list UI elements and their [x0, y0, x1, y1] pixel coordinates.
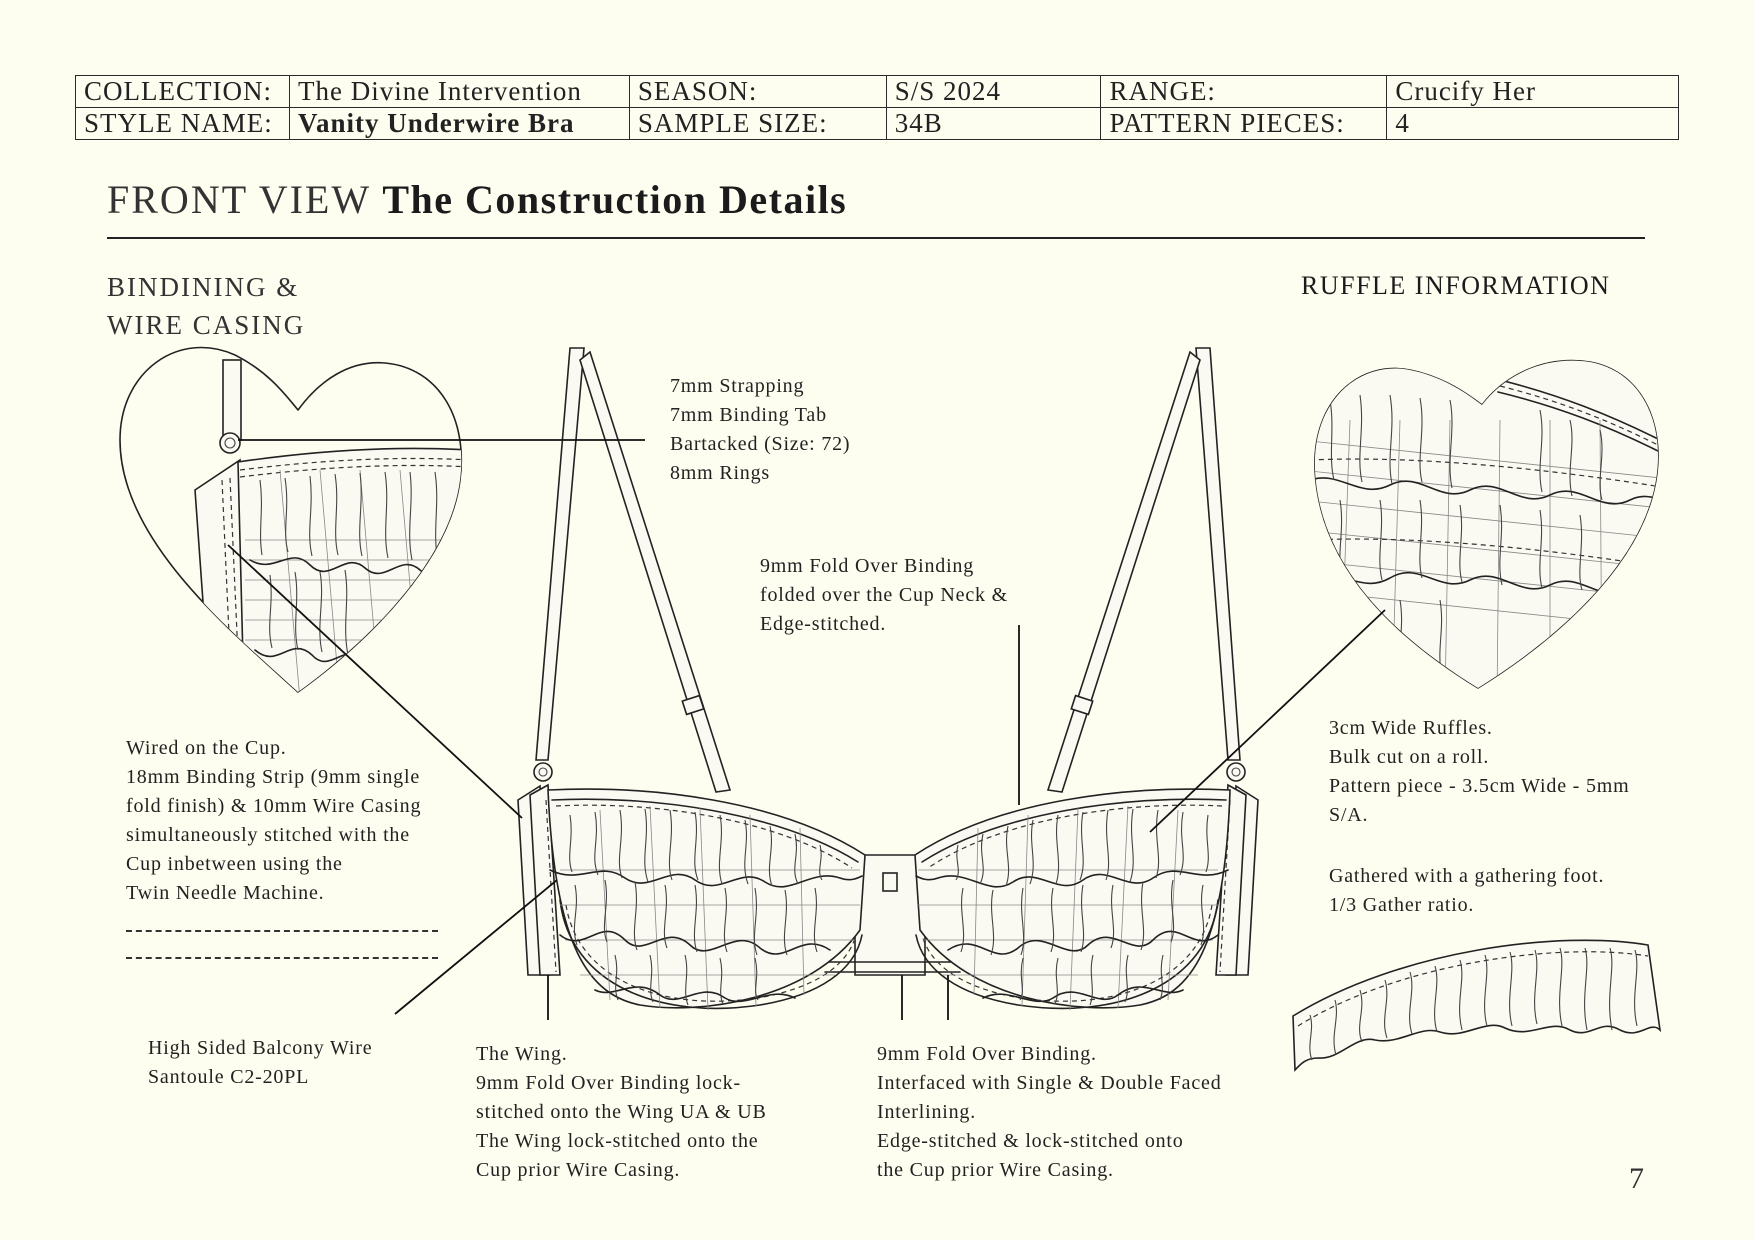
gather-note: Gathered with a gathering foot. 1/3 Gath… [1329, 862, 1604, 920]
collection-value: The Divine Intervention [288, 75, 630, 108]
left-heart-detail [119, 346, 463, 693]
fold-binding-note-line: folded over the Cup Neck & [760, 584, 1008, 606]
title-main: The Construction Details [382, 177, 848, 222]
bra-front-view [517, 347, 1259, 1011]
wing-note: The Wing. 9mm Fold Over Binding lock- st… [476, 1040, 767, 1185]
balcony-wire-note-line: Santoule C2-20PL [148, 1066, 310, 1088]
fold-binding-note-line: Edge-stitched. [760, 613, 887, 635]
ruffle-strip-swatch [1292, 939, 1662, 1072]
style-label: STYLE NAME: [75, 107, 290, 140]
dashed-rule [126, 930, 438, 932]
gather-note-line: Gathered with a gathering foot. [1329, 865, 1605, 887]
style-value: Vanity Underwire Bra [288, 107, 630, 140]
ruffles-note-line: S/A. [1329, 804, 1369, 826]
page-title: FRONT VIEW The Construction Details [107, 176, 847, 223]
fold-binding-note-line: 9mm Fold Over Binding [760, 555, 975, 577]
wing-note-line: The Wing. [476, 1043, 568, 1065]
spec-row-style: STYLE NAME: Vanity Underwire Bra SAMPLE … [75, 107, 1679, 140]
callout-leader-lines [227, 439, 1386, 1020]
collection-label: COLLECTION: [75, 75, 290, 108]
interfaced-binding-note: 9mm Fold Over Binding. Interfaced with S… [877, 1040, 1222, 1185]
strapping-note: 7mm Strapping 7mm Binding Tab Bartacked … [670, 372, 850, 488]
interfaced-binding-note-line: the Cup prior Wire Casing. [877, 1159, 1114, 1181]
gather-note-line: 1/3 Gather ratio. [1329, 894, 1475, 916]
range-value: Crucify Her [1386, 75, 1679, 108]
interfaced-binding-note-line: Interfaced with Single & Double Faced [877, 1072, 1222, 1094]
interfaced-binding-note-line: Edge-stitched & lock-stitched onto [877, 1130, 1184, 1152]
interfaced-binding-note-line: Interlining. [877, 1101, 977, 1123]
title-prefix: FRONT VIEW [107, 177, 371, 222]
strapping-note-line: 7mm Strapping [670, 375, 805, 397]
wing-note-line: The Wing lock-stitched onto the [476, 1130, 759, 1152]
dashed-rule [126, 957, 438, 959]
wired-cup-note-line: 18mm Binding Strip (9mm single [126, 766, 421, 788]
ruffles-note-line: Pattern piece - 3.5cm Wide - 5mm [1329, 775, 1630, 797]
right-heart-detail [1314, 359, 1659, 689]
balcony-wire-note: High Sided Balcony Wire Santoule C2-20PL [148, 1034, 372, 1092]
wired-cup-note-line: simultaneously stitched with the [126, 824, 410, 846]
interfaced-binding-note-line: 9mm Fold Over Binding. [877, 1043, 1097, 1065]
sample-size-value: 34B [885, 107, 1102, 140]
sample-size-label: SAMPLE SIZE: [628, 107, 887, 140]
fold-binding-note: 9mm Fold Over Binding folded over the Cu… [760, 552, 1008, 639]
balcony-wire-note-line: High Sided Balcony Wire [148, 1037, 373, 1059]
wing-note-line: Cup prior Wire Casing. [476, 1159, 681, 1181]
ruffles-note-line: 3cm Wide Ruffles. [1329, 717, 1493, 739]
wired-cup-note: Wired on the Cup. 18mm Binding Strip (9m… [126, 734, 421, 908]
strapping-note-line: Bartacked (Size: 72) [670, 433, 851, 455]
wired-cup-note-line: Wired on the Cup. [126, 737, 287, 759]
strapping-note-line: 7mm Binding Tab [670, 404, 827, 426]
pattern-pieces-value: 4 [1386, 107, 1679, 140]
wired-cup-note-line: Cup inbetween using the [126, 853, 343, 875]
strapping-note-line: 8mm Rings [670, 462, 770, 484]
wired-cup-note-line: fold finish) & 10mm Wire Casing [126, 795, 422, 817]
wired-cup-note-line: Twin Needle Machine. [126, 882, 325, 904]
spec-table: COLLECTION: The Divine Intervention SEAS… [75, 75, 1679, 140]
binding-section-heading: BINDINING & WIRE CASING [107, 268, 305, 344]
binding-heading-line-1: BINDINING & [107, 272, 300, 302]
title-rule [107, 237, 1645, 239]
season-label: SEASON: [628, 75, 887, 108]
binding-heading-line-2: WIRE CASING [107, 310, 306, 340]
page-number: 7 [1629, 1162, 1644, 1195]
wing-note-line: stitched onto the Wing UA & UB [476, 1101, 767, 1123]
pattern-pieces-label: PATTERN PIECES: [1100, 107, 1388, 140]
ruffles-note-line: Bulk cut on a roll. [1329, 746, 1490, 768]
ruffles-note: 3cm Wide Ruffles. Bulk cut on a roll. Pa… [1329, 714, 1629, 830]
wing-note-line: 9mm Fold Over Binding lock- [476, 1072, 741, 1094]
ruffle-section-heading: RUFFLE INFORMATION [1301, 271, 1611, 300]
